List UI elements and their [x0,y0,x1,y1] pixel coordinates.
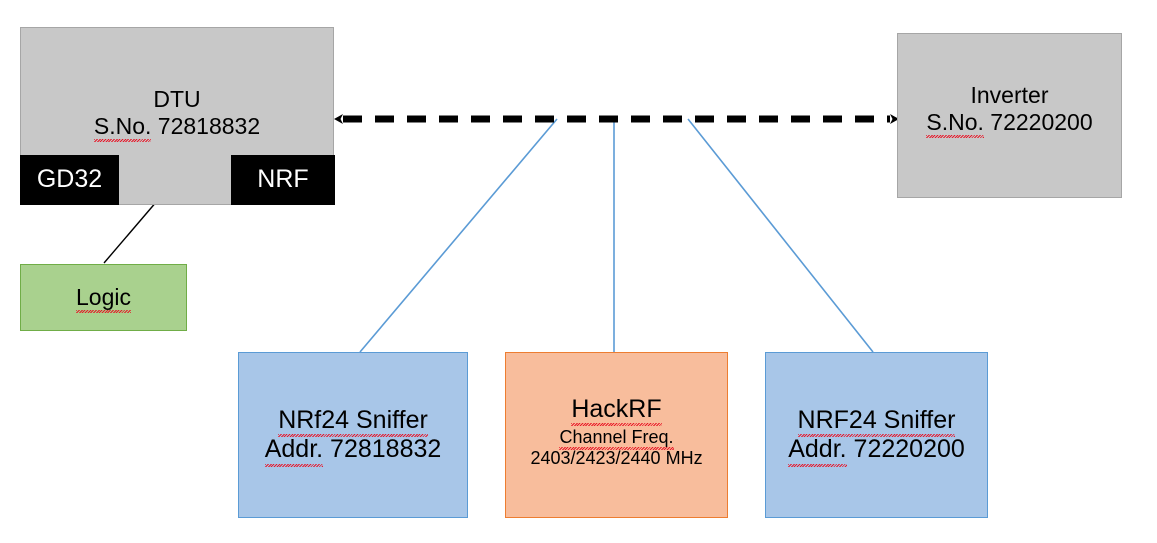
sniffer-left-addr-value: 72818832 [330,435,442,464]
sniffer-left-addr: Addr. 72818832 [264,435,442,467]
node-hackrf[interactable]: HackRF ​Channel Freq. 2403/2423/2440 MHz [505,352,728,518]
sniffer-right-addr-gap [847,435,854,463]
sniffer-left-title: ​NRf24 Sniffer [278,406,428,438]
inverter-serial-prefix: S.No. [926,108,984,138]
hackrf-subtitle: ​Channel Freq. [559,427,674,451]
logic-label-text: Logic [76,284,131,313]
sniffer-left-title-text: NRf24 Sniffer [278,406,428,438]
dtu-serial: S.No. 72818832 [93,112,261,142]
gd32-label: GD32 [36,165,103,194]
node-gd32[interactable]: GD32 [20,155,119,205]
sniffer-right-addr-value: 72220200 [853,435,965,464]
dtu-title: DTU [153,86,201,112]
sniffer-left-addr-prefix: Addr. [264,435,324,467]
node-logic-analyzer[interactable]: Logic [20,264,187,331]
sniffer-right-title: NRF24 Sniffer [797,406,956,438]
hackrf-title-text: HackRF [571,395,662,427]
connector-sniffer-right-tap [687,118,874,353]
sniffer-left-addr-gap [323,435,330,463]
node-nrf[interactable]: NRF [231,155,335,205]
hackrf-frequencies: 2403/2423/2440 MHz [530,448,703,469]
sniffer-right-title-text: NRF24 Sniffer [797,406,956,438]
dtu-serial-number: 72818832 [157,112,261,139]
node-sniffer-right[interactable]: NRF24 Sniffer Addr. 72220200 [765,352,988,518]
inverter-serial-number: 72220200 [990,108,1093,135]
node-inverter[interactable]: Inverter S.No. 72220200 [897,33,1122,198]
sniffer-right-addr-prefix: Addr. [788,435,847,467]
connector-sniffer-left-tap [359,118,558,353]
nrf-label: NRF [257,165,309,194]
inverter-serial: S.No. 72220200 [926,108,1093,138]
node-sniffer-left[interactable]: ​NRf24 Sniffer Addr. 72818832 [238,352,468,518]
sniffer-right-addr: Addr. 72220200 [788,435,965,467]
hackrf-title: HackRF [571,395,662,427]
inverter-title: Inverter [970,82,1049,108]
hackrf-subtitle-text: Channel Freq. [559,427,674,451]
logic-label: Logic [76,284,131,313]
dtu-serial-prefix: S.No. [93,112,152,142]
